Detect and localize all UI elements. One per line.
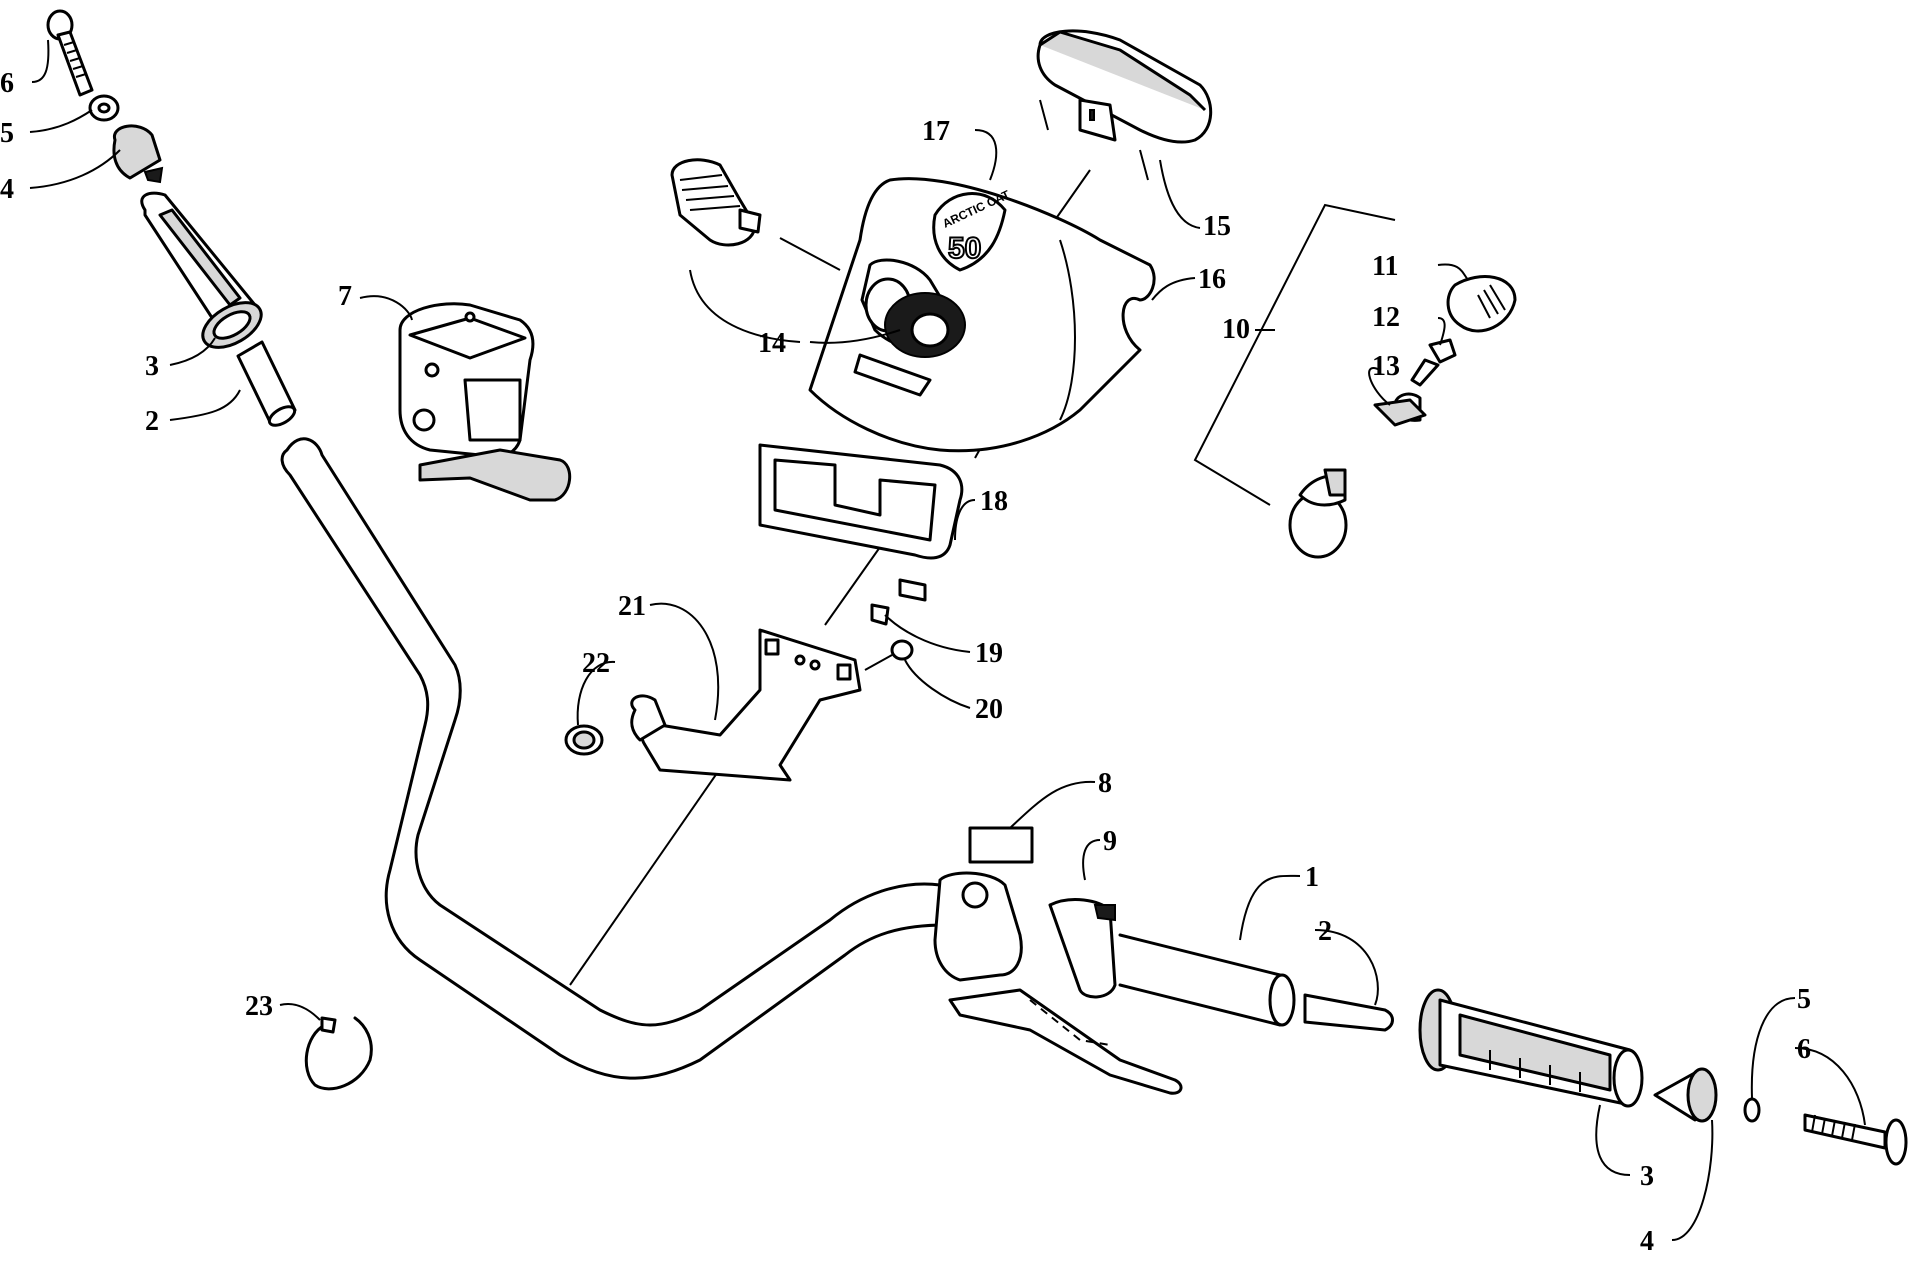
pod-washer — [864, 639, 914, 671]
callout-12: 12 — [1372, 302, 1400, 333]
handlebar-right-tube — [1118, 933, 1296, 1027]
ignition-switch — [1288, 468, 1348, 559]
cable-clamp — [304, 1016, 373, 1091]
throttle-housing — [398, 302, 571, 502]
callout-15: 15 — [1203, 211, 1231, 242]
callout-16: 16 — [1198, 264, 1226, 295]
callout-1: 1 — [1305, 862, 1319, 893]
sleeve-right — [1303, 993, 1394, 1032]
callout-19: 19 — [975, 638, 1003, 669]
bracket-grommet — [564, 724, 604, 756]
callout-2-left: 2 — [145, 406, 159, 437]
callout-3-right: 3 — [1640, 1161, 1654, 1192]
callout-5-left: 5 — [0, 118, 14, 149]
callout-9: 9 — [1103, 826, 1117, 857]
callout-4-right: 4 — [1640, 1226, 1654, 1257]
power-socket — [670, 158, 841, 271]
callout-3-left: 3 — [145, 351, 159, 382]
callout-23: 23 — [245, 991, 273, 1022]
callout-11: 11 — [1372, 251, 1398, 282]
callout-10: 10 — [1222, 314, 1250, 345]
callout-14: 14 — [758, 328, 786, 359]
sleeve-left — [236, 340, 297, 427]
ignition-key — [1410, 338, 1457, 387]
callout-17: 17 — [922, 116, 950, 147]
pod-base — [758, 443, 964, 602]
key-switch-bracket — [1193, 203, 1396, 506]
instrument-pod: ARCTIC CAT 50 — [808, 177, 1156, 453]
callout-6-left: 6 — [0, 68, 14, 99]
bar-end-cap-left — [112, 124, 164, 184]
decal-label — [968, 826, 1034, 864]
ignition-nut — [1373, 392, 1427, 427]
bar-end-cap-right — [1653, 1067, 1718, 1123]
callout-22: 22 — [582, 648, 610, 679]
speedometer — [1036, 29, 1213, 181]
pod-bracket — [630, 628, 862, 782]
callout-7: 7 — [338, 281, 352, 312]
grip-left — [140, 191, 263, 349]
callout-2-right: 2 — [1318, 916, 1332, 947]
callout-4-left: 4 — [0, 174, 14, 205]
pod-screw — [870, 603, 890, 626]
logo-model: 50 — [948, 232, 981, 265]
callout-13: 13 — [1372, 351, 1400, 382]
callout-5-right: 5 — [1797, 984, 1811, 1015]
brake-lever-assembly — [933, 871, 1183, 1095]
end-screw-right — [1803, 1113, 1908, 1166]
callout-20: 20 — [975, 694, 1003, 725]
callout-6-right: 6 — [1797, 1034, 1811, 1065]
grip-right — [1418, 988, 1644, 1108]
end-screw-left — [46, 9, 94, 97]
washer-right — [1743, 1097, 1761, 1123]
callout-21: 21 — [618, 591, 646, 622]
washer-left — [88, 94, 120, 122]
callout-8: 8 — [1098, 768, 1112, 799]
ignition-cap — [1446, 275, 1517, 333]
callout-18: 18 — [980, 486, 1008, 517]
